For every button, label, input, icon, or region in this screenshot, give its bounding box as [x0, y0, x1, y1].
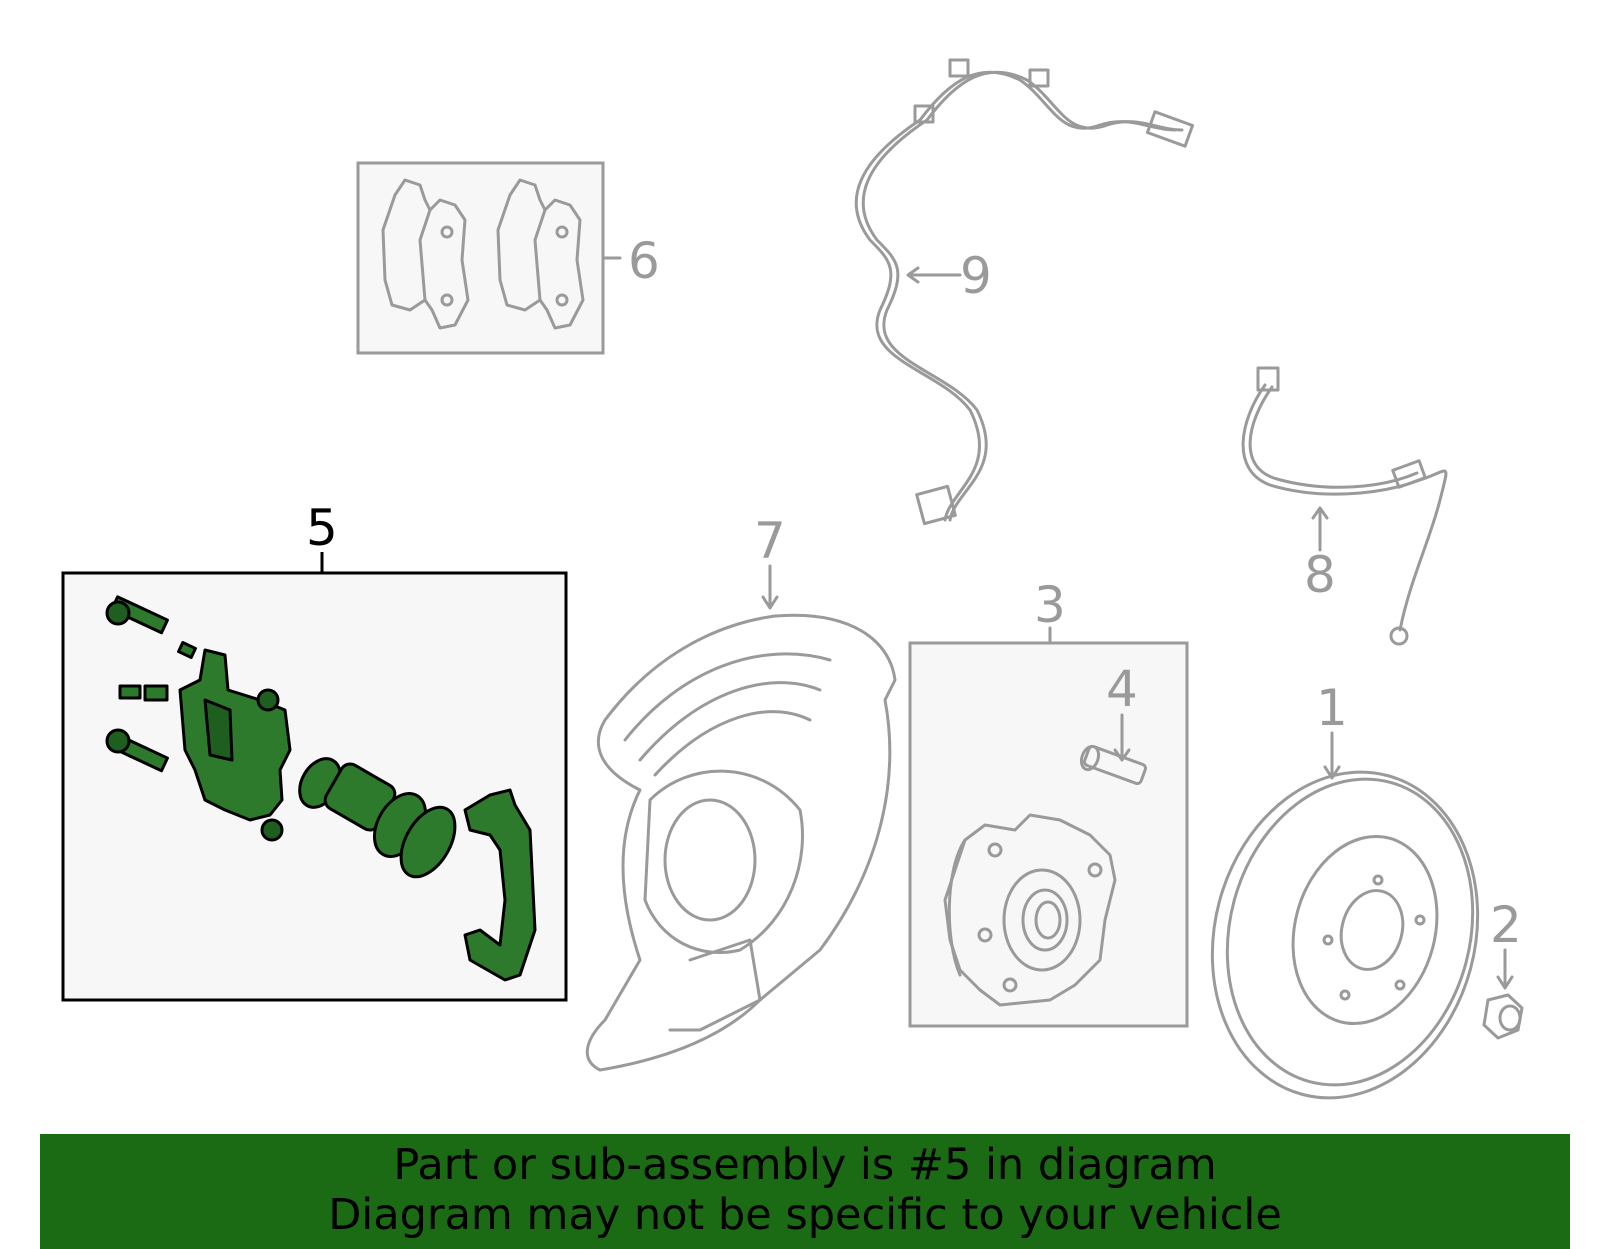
banner-line-1: Part or sub-assembly is #5 in diagram: [393, 1140, 1217, 1190]
part-1-brake-rotor[interactable]: 1: [1177, 679, 1514, 1128]
pads-box: [356, 161, 605, 355]
hub-flange-icon: [943, 813, 1117, 1007]
part-2-lug-nut[interactable]: 2: [1482, 896, 1524, 1040]
part-8-brake-hose[interactable]: 8: [1241, 366, 1448, 646]
brake-parts-diagram: 6 9 8 5: [61, 58, 1524, 1128]
callout-8: 8: [1304, 546, 1336, 604]
caliper-bracket-icon: [463, 788, 537, 982]
part-5-caliper-assembly[interactable]: 5: [61, 499, 568, 1002]
part-9-abs-sensor-wire[interactable]: 9: [854, 58, 1195, 526]
callout-5: 5: [306, 499, 338, 557]
caliper-body-icon: [178, 648, 292, 842]
callout-9: 9: [960, 247, 992, 305]
pad-left-icon: [381, 178, 470, 330]
part-7-dust-shield[interactable]: 7: [585, 512, 897, 1072]
pad-right-icon: [496, 178, 585, 330]
caliper-bolt-upper-icon: [105, 595, 169, 635]
part-6-brake-pads[interactable]: 6: [356, 161, 660, 355]
caliper-bolt-lower-icon: [105, 728, 169, 773]
callout-1: 1: [1316, 679, 1348, 737]
callout-6: 6: [628, 232, 660, 290]
part-3-hub-assembly[interactable]: 3 4: [908, 576, 1189, 1028]
piston-seal-icon: [298, 757, 457, 879]
part-4-wheel-stud[interactable]: 4: [1078, 660, 1147, 786]
callout-2: 2: [1490, 896, 1522, 954]
info-banner: Part or sub-assembly is #5 in diagram Di…: [40, 1134, 1570, 1249]
bleeder-screw-icon: [118, 641, 197, 702]
callout-4: 4: [1106, 660, 1138, 718]
callout-7: 7: [754, 512, 786, 570]
callout-3: 3: [1034, 576, 1066, 634]
banner-line-2: Diagram may not be specific to your vehi…: [328, 1190, 1282, 1240]
